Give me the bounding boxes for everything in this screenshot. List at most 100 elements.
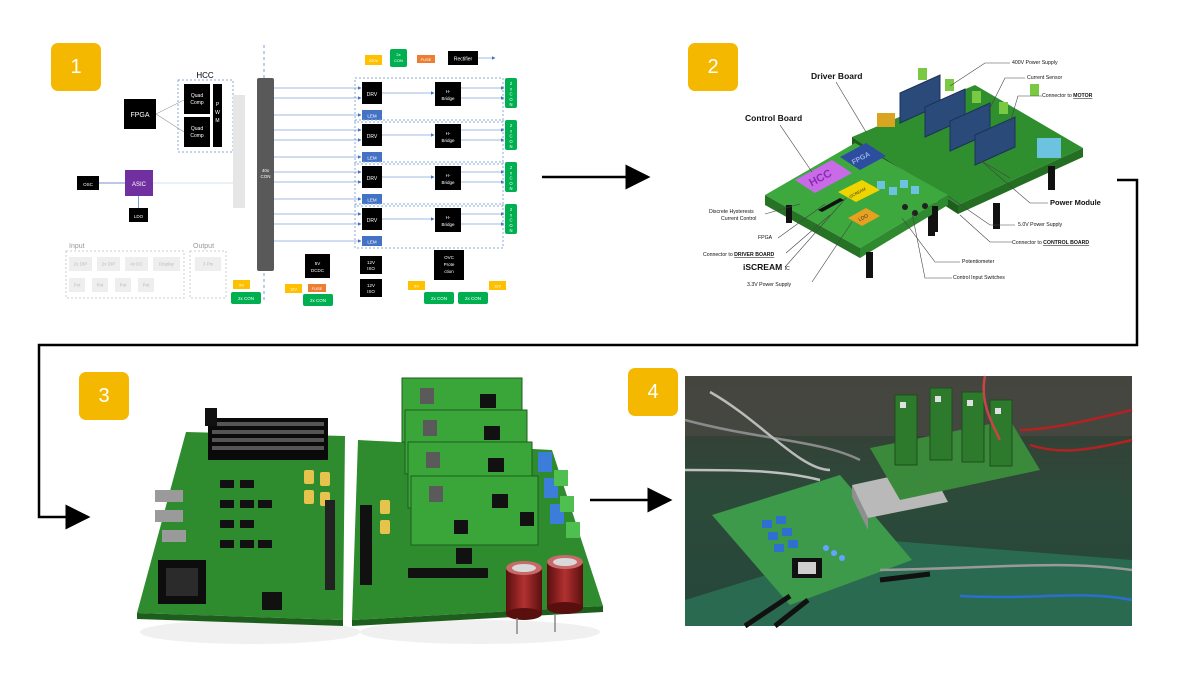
svg-text:FUSE: FUSE — [312, 286, 323, 291]
label-power-module: Power Module — [1050, 198, 1101, 207]
svg-text:2x: 2x — [396, 52, 400, 57]
labeled-3d-render: HCC FPGA iSCREAM LDO — [703, 60, 1101, 288]
svg-text:2x DIP: 2x DIP — [102, 262, 116, 267]
quad-comparator-2 — [184, 117, 210, 147]
svg-text:3 Pin: 3 Pin — [203, 262, 214, 267]
label-connector-control-board: Connector to CONTROL BOARD — [1012, 240, 1089, 246]
svg-text:2x CON: 2x CON — [465, 296, 481, 301]
connector-letter: N — [509, 186, 512, 191]
svg-text:P: P — [216, 102, 220, 108]
svg-text:Prote: Prote — [444, 262, 455, 267]
svg-text:Pot: Pot — [143, 283, 151, 288]
connector-letter: O — [509, 223, 513, 228]
lem-sensor — [362, 110, 382, 120]
label-hysteresis-line2: Current Control — [721, 216, 756, 222]
connector-letter: O — [509, 97, 513, 102]
svg-text:LEM: LEM — [367, 156, 377, 161]
pcb-3d-renders — [137, 377, 603, 644]
connector-letter: 2 — [510, 207, 513, 212]
ldo-block — [129, 208, 148, 222]
block-diagram: HCC Quad Comp Quad Comp P W M FPGA ASIC … — [65, 45, 517, 306]
svg-text:4x DC: 4x DC — [130, 262, 143, 267]
label-current-sensor: Current Sensor — [1027, 75, 1062, 81]
lab-photo — [684, 375, 1133, 629]
svg-text:LDO: LDO — [858, 213, 870, 223]
svg-text:W: W — [215, 110, 220, 116]
pwm-block — [213, 84, 222, 147]
svg-text:Pot: Pot — [74, 283, 82, 288]
connector-2x — [505, 78, 517, 108]
svg-text:H-: H- — [446, 173, 451, 178]
svg-text:2x CON: 2x CON — [431, 296, 447, 301]
h-bridge-block — [435, 82, 461, 106]
svg-text:LEM: LEM — [367, 240, 377, 245]
voltage-230v — [365, 55, 382, 65]
power-channels: DRV H- Bridge LEM DRV H- Bridge LEM DRV … — [274, 77, 517, 249]
connector-letter: 2 — [510, 123, 513, 128]
ovc-protection-block — [434, 250, 464, 280]
svg-text:12V: 12V — [367, 260, 375, 265]
label-fpga: FPGA — [758, 235, 773, 241]
label-control-switches: Control Input Switches — [953, 275, 1005, 281]
svg-text:Rectifier: Rectifier — [454, 57, 473, 63]
connector-letter: N — [509, 144, 512, 149]
svg-text:2x CON: 2x CON — [238, 296, 254, 301]
svg-text:LDO: LDO — [134, 214, 144, 219]
svg-text:FUSE: FUSE — [421, 57, 432, 62]
step-badge-2: 2 — [688, 43, 738, 91]
svg-text:FPGA: FPGA — [130, 112, 149, 119]
connector-letter: C — [509, 92, 512, 97]
connector-letter: C — [509, 134, 512, 139]
label-potentiometer: Potentiometer — [962, 259, 995, 265]
svg-text:LEM: LEM — [367, 198, 377, 203]
svg-text:DRV: DRV — [367, 176, 378, 182]
svg-text:Display: Display — [159, 262, 175, 267]
label-3v3-supply: 3.3V Power Supply — [747, 282, 792, 288]
label-400v-supply: 400V Power Supply — [1012, 60, 1058, 66]
input-title: Input — [69, 243, 85, 250]
svg-text:5V: 5V — [239, 283, 244, 288]
connector-letter: N — [509, 102, 512, 107]
svg-text:230V: 230V — [369, 58, 379, 63]
svg-text:CON: CON — [394, 58, 403, 63]
asic-block — [125, 170, 153, 196]
label-5v-supply: 5.0V Power Supply — [1018, 222, 1063, 228]
svg-text:Quad: Quad — [191, 126, 203, 132]
svg-text:H-: H- — [446, 215, 451, 220]
connector-letter: x — [510, 128, 513, 133]
svg-text:12V: 12V — [367, 283, 375, 288]
svg-text:Pot: Pot — [120, 283, 128, 288]
main-connector-40x — [257, 78, 274, 271]
iso-12v-1 — [360, 256, 382, 274]
dcdc-block — [305, 254, 330, 278]
svg-text:DRV: DRV — [367, 218, 378, 224]
svg-text:H-: H- — [446, 131, 451, 136]
svg-text:Comp: Comp — [190, 100, 204, 106]
label-connector-driver-board: Connector to DRIVER BOARD — [703, 252, 774, 258]
flow-arrows — [37, 164, 1139, 530]
svg-text:H-: H- — [446, 89, 451, 94]
label-connector-motor: Connector to MOTOR — [1042, 93, 1093, 99]
svg-text:OVC: OVC — [444, 255, 455, 260]
output-title: Output — [193, 243, 214, 250]
label-hysteresis-line1: Discrete Hysteresis — [709, 209, 754, 215]
label-iscream: iSCREAM IC — [743, 262, 790, 272]
connector-letter: x — [510, 170, 513, 175]
svg-text:Bridge: Bridge — [441, 222, 455, 227]
svg-text:DRV: DRV — [367, 134, 378, 140]
svg-text:LEM: LEM — [367, 114, 377, 119]
connector-letter: O — [509, 139, 513, 144]
svg-text:2x CON: 2x CON — [310, 298, 326, 303]
capacitor-2 — [547, 562, 583, 608]
svg-text:ASIC: ASIC — [132, 182, 147, 188]
osc-block — [77, 176, 99, 190]
svg-text:Bridge: Bridge — [441, 138, 455, 143]
svg-text:Bridge: Bridge — [441, 96, 455, 101]
svg-text:CON: CON — [261, 174, 271, 179]
connector-letter: x — [510, 86, 513, 91]
svg-text:ISO: ISO — [367, 289, 375, 294]
svg-text:5V: 5V — [315, 261, 321, 266]
quad-comparator-1 — [184, 84, 210, 114]
svg-text:12V: 12V — [494, 284, 501, 289]
